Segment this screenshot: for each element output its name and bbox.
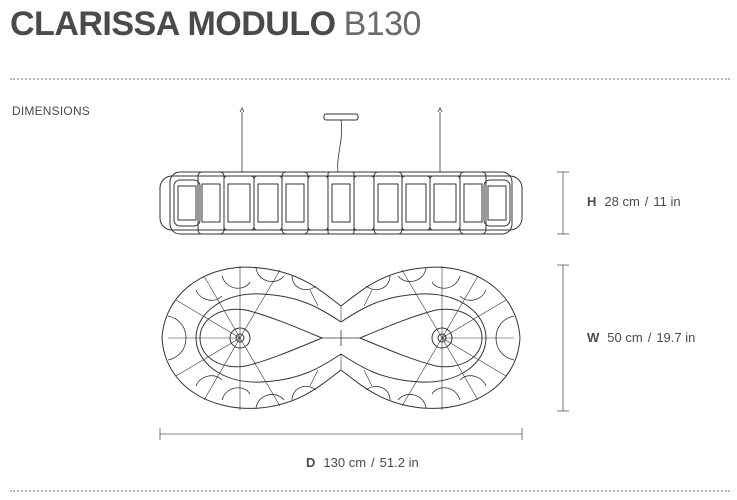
dimension-lines — [159, 171, 569, 440]
top-divider — [10, 78, 730, 80]
height-key: H — [587, 194, 597, 209]
depth-key: D — [306, 455, 316, 470]
width-imperial: 19.7 in — [656, 330, 696, 345]
height-dimension: H 28 cm / 11 in — [587, 194, 681, 209]
width-metric: 50 cm — [607, 330, 643, 345]
height-separator: / — [644, 194, 649, 209]
product-name: CLARISSA MODULO — [10, 5, 336, 43]
depth-dimension: D 130 cm / 51.2 in — [306, 455, 419, 470]
section-label: DIMENSIONS — [12, 104, 91, 118]
width-key: W — [587, 330, 600, 345]
width-separator: / — [647, 330, 652, 345]
ceiling-canopy — [323, 113, 359, 121]
side-elevation — [159, 107, 523, 235]
height-metric: 28 cm — [604, 194, 640, 209]
power-cable — [337, 119, 343, 173]
height-imperial: 11 in — [653, 194, 681, 209]
plan-view — [161, 266, 521, 410]
bottom-divider — [10, 490, 730, 492]
depth-metric: 130 cm — [323, 455, 367, 470]
width-dimension: W 50 cm / 19.7 in — [587, 330, 695, 345]
depth-imperial: 51.2 in — [379, 455, 419, 470]
depth-separator: / — [371, 455, 375, 470]
product-code: B130 — [343, 5, 422, 43]
